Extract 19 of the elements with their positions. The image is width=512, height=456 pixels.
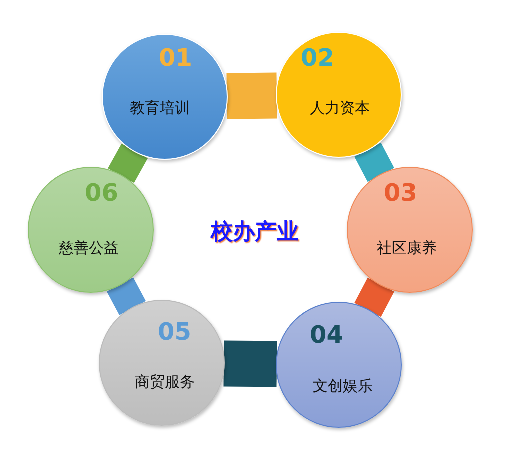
connector-band xyxy=(354,142,394,182)
category-label: 慈善公益 xyxy=(58,239,120,257)
category-label: 教育培训 xyxy=(129,99,191,117)
category-label: 社区康养 xyxy=(376,239,438,257)
number-label: 04 xyxy=(310,321,344,349)
number-label: 01 xyxy=(159,44,192,72)
category-label: 商贸服务 xyxy=(134,373,196,391)
number-label: 02 xyxy=(301,44,334,72)
number-label: 05 xyxy=(158,318,192,346)
category-label: 人力资本 xyxy=(309,99,371,117)
connector-band xyxy=(354,278,394,318)
number-label: 06 xyxy=(85,179,118,207)
connector-band xyxy=(106,278,146,316)
connector-band xyxy=(226,72,278,120)
center-title: 校办产业 xyxy=(209,219,300,247)
number-label: 03 xyxy=(384,179,418,207)
category-label: 文创娱乐 xyxy=(312,377,374,395)
connector-band xyxy=(224,340,278,388)
connector-band xyxy=(108,144,148,184)
